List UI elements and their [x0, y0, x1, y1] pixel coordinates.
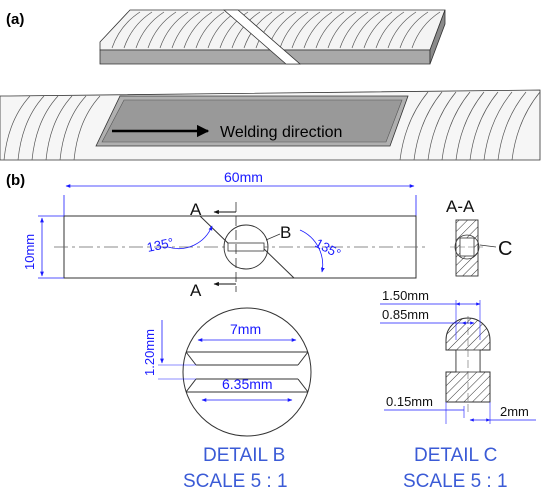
detail-b-leader: [265, 233, 281, 241]
dim-height-text: 10mm: [22, 234, 37, 270]
notch-slot: [227, 242, 265, 252]
section-label-bottom: A: [190, 281, 202, 300]
detail-b-scale: SCALE 5 : 1: [183, 471, 288, 492]
dim-085-text: 0.85mm: [382, 307, 429, 322]
dim-7mm-text: 7mm: [230, 321, 261, 337]
detail-c-leader: [479, 244, 497, 248]
detail-b-circle: [223, 224, 269, 270]
detail-c-title: DETAIL C: [414, 445, 497, 466]
detail-c-scale: SCALE 5 : 1: [403, 471, 508, 492]
section-view-label: A-A: [446, 197, 475, 216]
section-label-top: A: [190, 200, 202, 219]
detail-b-title: DETAIL B: [203, 445, 285, 466]
panel-b-label: (b): [6, 172, 25, 189]
dim-length-text: 60mm: [224, 169, 263, 185]
dim-635mm-text: 6.35mm: [222, 376, 273, 392]
dim-120-text: 1.20mm: [142, 329, 157, 376]
dim-015-text: 0.15mm: [386, 394, 433, 409]
dim-150-text: 1.50mm: [382, 288, 429, 303]
notch-line-top: [199, 215, 233, 248]
top-plate-illustration: [99, 9, 446, 65]
detail-c-view: [445, 316, 491, 414]
angle-left-text: 135°: [146, 235, 175, 255]
angle-arc-left: [167, 225, 213, 249]
bottom-plate-illustration: [0, 89, 541, 161]
detail-b-marker: B: [280, 223, 291, 242]
welding-direction-text: Welding direction: [220, 124, 342, 141]
panel-a-label: (a): [6, 11, 24, 28]
detail-c-marker: C: [498, 238, 512, 260]
angle-arc-right: [299, 229, 325, 273]
dim-2mm-text: 2mm: [500, 404, 529, 419]
